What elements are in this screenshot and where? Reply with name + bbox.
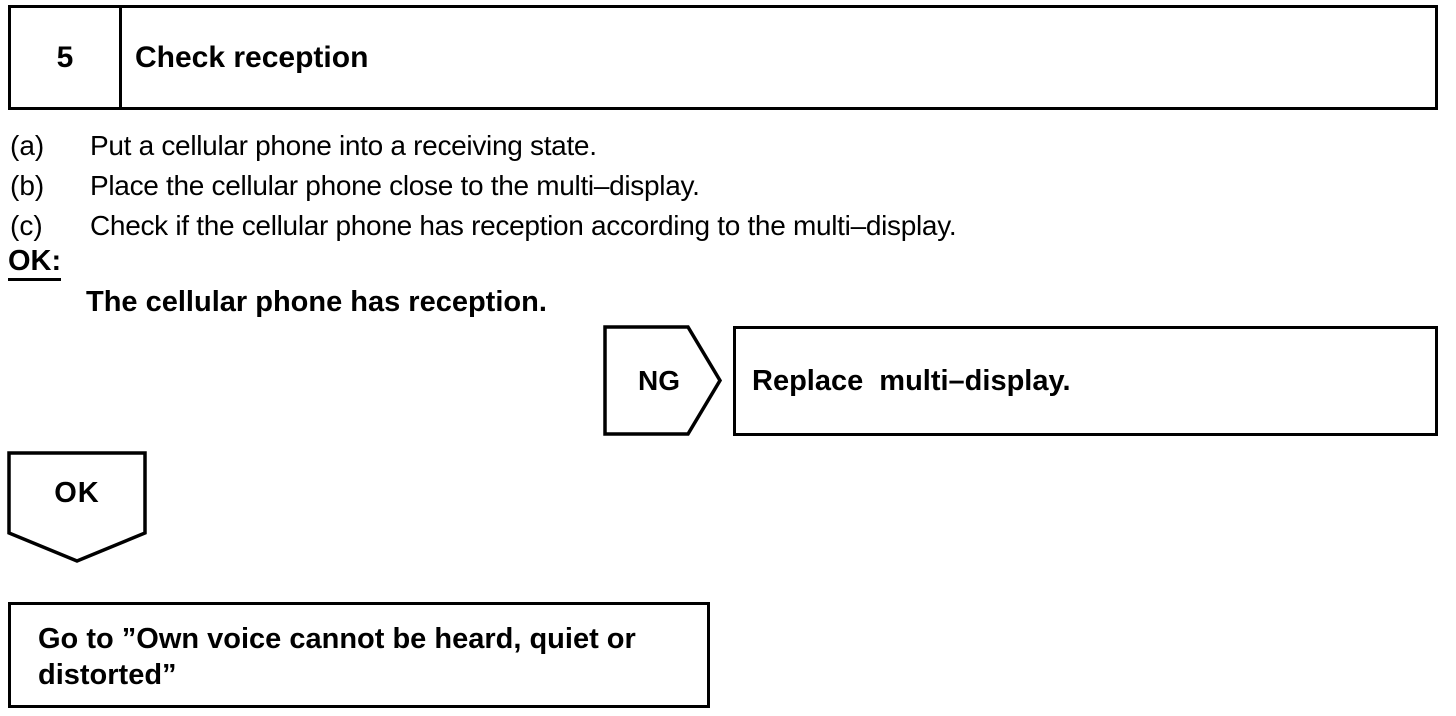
procedure-step-text: Check if the cellular phone has receptio… <box>90 210 957 241</box>
step-title: Check reception <box>135 40 369 74</box>
procedure-step-label: (a) <box>10 130 45 161</box>
procedure-step-label: (c) <box>10 210 43 241</box>
procedure-step-b: (b) Place the cellular phone close to th… <box>10 166 1190 206</box>
right-arrow-pentagon-icon <box>603 325 723 436</box>
step-number: 5 <box>11 8 122 107</box>
down-arrow-pentagon-icon <box>7 451 147 563</box>
procedure-step-a: (a) Put a cellular phone into a receivin… <box>10 126 1190 166</box>
procedure-step-text: Put a cellular phone into a receiving st… <box>90 130 597 161</box>
ok-criteria-label: OK: <box>8 247 62 281</box>
procedure-step-c: (c) Check if the cellular phone has rece… <box>10 206 1190 246</box>
ok-action-box: Go to ”Own voice cannot be heard, quiet … <box>8 602 710 708</box>
procedure-list: (a) Put a cellular phone into a receivin… <box>10 126 1190 246</box>
step-header: 5 Check reception <box>8 5 1438 110</box>
ng-connector-label: NG <box>638 364 680 396</box>
ok-action-text-line1: Go to ”Own voice cannot be heard, quiet … <box>38 623 636 655</box>
procedure-step-text: Place the cellular phone close to the mu… <box>90 170 700 201</box>
ok-criteria-text: The cellular phone has reception. <box>86 286 547 318</box>
procedure-step-label: (b) <box>10 170 45 201</box>
ng-action-box: Replace multi–display. <box>733 326 1438 436</box>
ng-connector-shape <box>603 325 723 436</box>
ok-connector-label: OK <box>54 476 100 509</box>
ng-action-text: Replace multi–display. <box>752 364 1071 397</box>
ok-connector-shape <box>7 451 147 564</box>
ok-action-text-line2: distorted” <box>38 659 177 691</box>
